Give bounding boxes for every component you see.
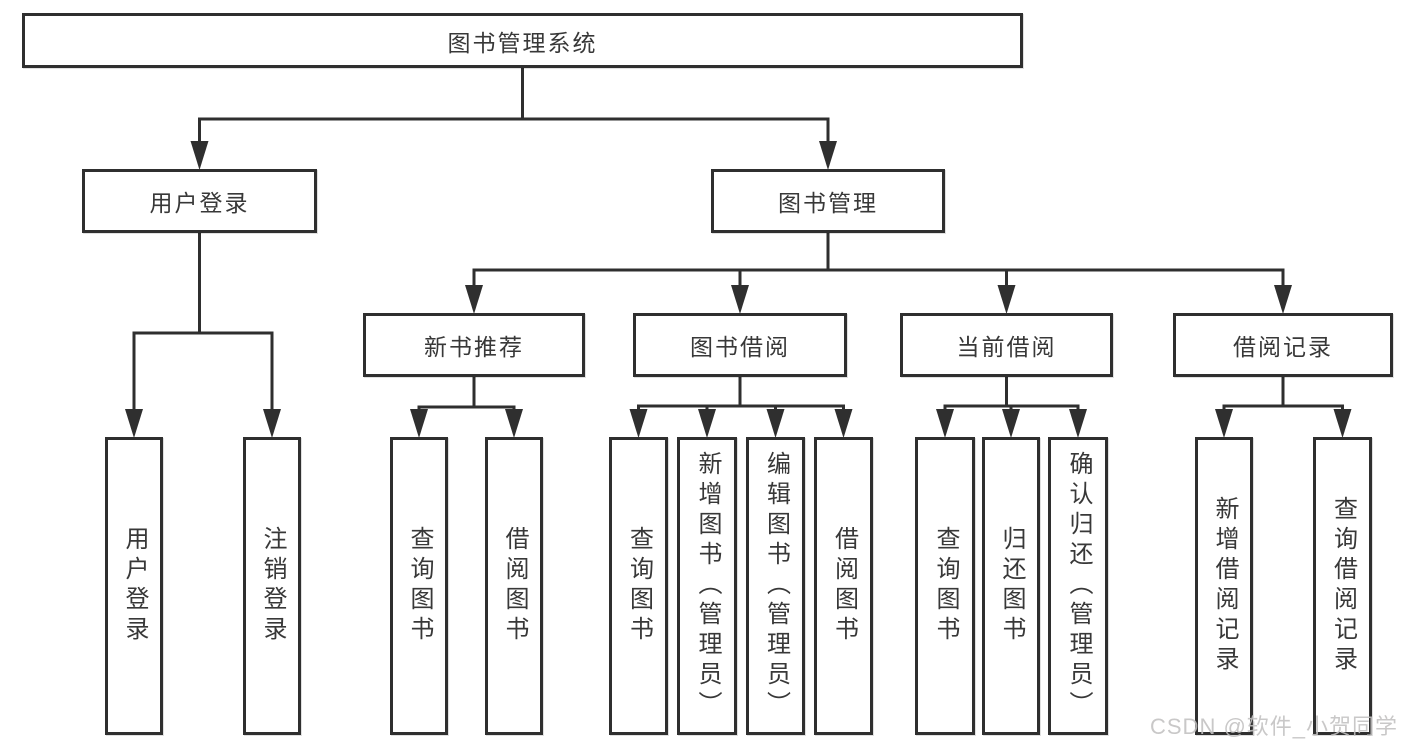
node-user-login: 用户登录 [82, 169, 317, 233]
node-new-books: 新书推荐 [363, 313, 585, 377]
node-label-leaf-current-return: 归还图书 [998, 526, 1025, 646]
arrowhead-icon [1069, 409, 1087, 438]
arrowhead-icon [819, 141, 837, 170]
node-book-borrow: 图书借阅 [633, 313, 847, 377]
edge-group-new-books [410, 375, 523, 438]
arrowhead-icon [936, 409, 954, 438]
arrowhead-icon [1002, 409, 1020, 438]
arrowhead-icon [731, 285, 749, 314]
node-label-book-mgmt: 图书管理 [778, 190, 878, 216]
node-label-new-books: 新书推荐 [424, 334, 524, 360]
arrowhead-icon [698, 409, 716, 438]
arrowhead-icon [125, 409, 143, 438]
node-leaf-current-query: 查询图书 [915, 437, 975, 735]
node-label-leaf-records-query: 查询借阅记录 [1329, 496, 1357, 676]
arrowhead-icon [834, 409, 853, 438]
edge-group-borrow-records [1215, 375, 1352, 438]
node-leaf-borrow-edit: 编辑图书（管理员） [746, 437, 805, 735]
arrowhead-icon [190, 141, 209, 170]
node-label-leaf-borrow-borrow: 借阅图书 [830, 526, 858, 646]
node-leaf-borrow-query: 查询图书 [609, 437, 668, 735]
node-leaf-newbook-borrow: 借阅图书 [485, 437, 543, 735]
node-leaf-records-add: 新增借阅记录 [1195, 437, 1253, 735]
node-leaf-current-confirm: 确认归还（管理员） [1048, 437, 1108, 735]
node-leaf-borrow-add: 新增图书（管理员） [677, 437, 737, 735]
arrowhead-icon [997, 285, 1016, 314]
node-label-leaf-borrow-edit: 编辑图书（管理员） [762, 451, 790, 721]
node-label-system-root: 图书管理系统 [447, 29, 598, 56]
arrowhead-icon [505, 409, 523, 438]
node-label-current-borrow: 当前借阅 [956, 334, 1057, 360]
arrowhead-icon [1215, 409, 1233, 438]
node-leaf-borrow-borrow: 借阅图书 [814, 437, 873, 735]
arrowhead-icon [263, 409, 281, 438]
arrowhead-icon [1274, 285, 1292, 314]
node-label-leaf-borrow-add: 新增图书（管理员） [694, 451, 721, 721]
node-label-leaf-records-add: 新增借阅记录 [1211, 496, 1238, 676]
node-system-root: 图书管理系统 [22, 13, 1023, 68]
edge-group-current-borrow [936, 375, 1087, 438]
arrowhead-icon [410, 409, 428, 438]
node-current-borrow: 当前借阅 [900, 313, 1113, 377]
arrowhead-icon [1333, 409, 1352, 438]
node-leaf-user-login: 用户登录 [105, 437, 163, 735]
edge-group-user-login [125, 231, 281, 438]
node-label-user-login: 用户登录 [149, 190, 250, 216]
node-label-leaf-user-login: 用户登录 [121, 526, 148, 646]
node-label-leaf-logout: 注销登录 [259, 526, 286, 646]
arrowhead-icon [629, 409, 648, 438]
node-borrow-records: 借阅记录 [1173, 313, 1393, 377]
node-label-leaf-borrow-query: 查询图书 [625, 526, 653, 646]
node-label-leaf-current-confirm: 确认归还（管理员） [1065, 451, 1092, 721]
node-leaf-logout: 注销登录 [243, 437, 301, 735]
arrowhead-icon [766, 409, 785, 438]
node-label-leaf-newbook-borrow: 借阅图书 [501, 526, 528, 646]
edge-group-book-mgmt [465, 231, 1292, 314]
node-label-leaf-current-query: 查询图书 [932, 526, 959, 646]
watermark: CSDN @软件_小贺同学 [1150, 714, 1399, 739]
arrowhead-icon [465, 285, 483, 314]
edge-group-system-root [190, 66, 837, 170]
node-leaf-newbook-query: 查询图书 [390, 437, 448, 735]
node-label-borrow-records: 借阅记录 [1233, 334, 1333, 360]
node-label-leaf-newbook-query: 查询图书 [406, 526, 433, 646]
node-leaf-records-query: 查询借阅记录 [1313, 437, 1372, 735]
node-book-mgmt: 图书管理 [711, 169, 945, 233]
node-leaf-current-return: 归还图书 [982, 437, 1040, 735]
node-label-book-borrow: 图书借阅 [690, 334, 790, 360]
edge-group-book-borrow [629, 375, 853, 438]
